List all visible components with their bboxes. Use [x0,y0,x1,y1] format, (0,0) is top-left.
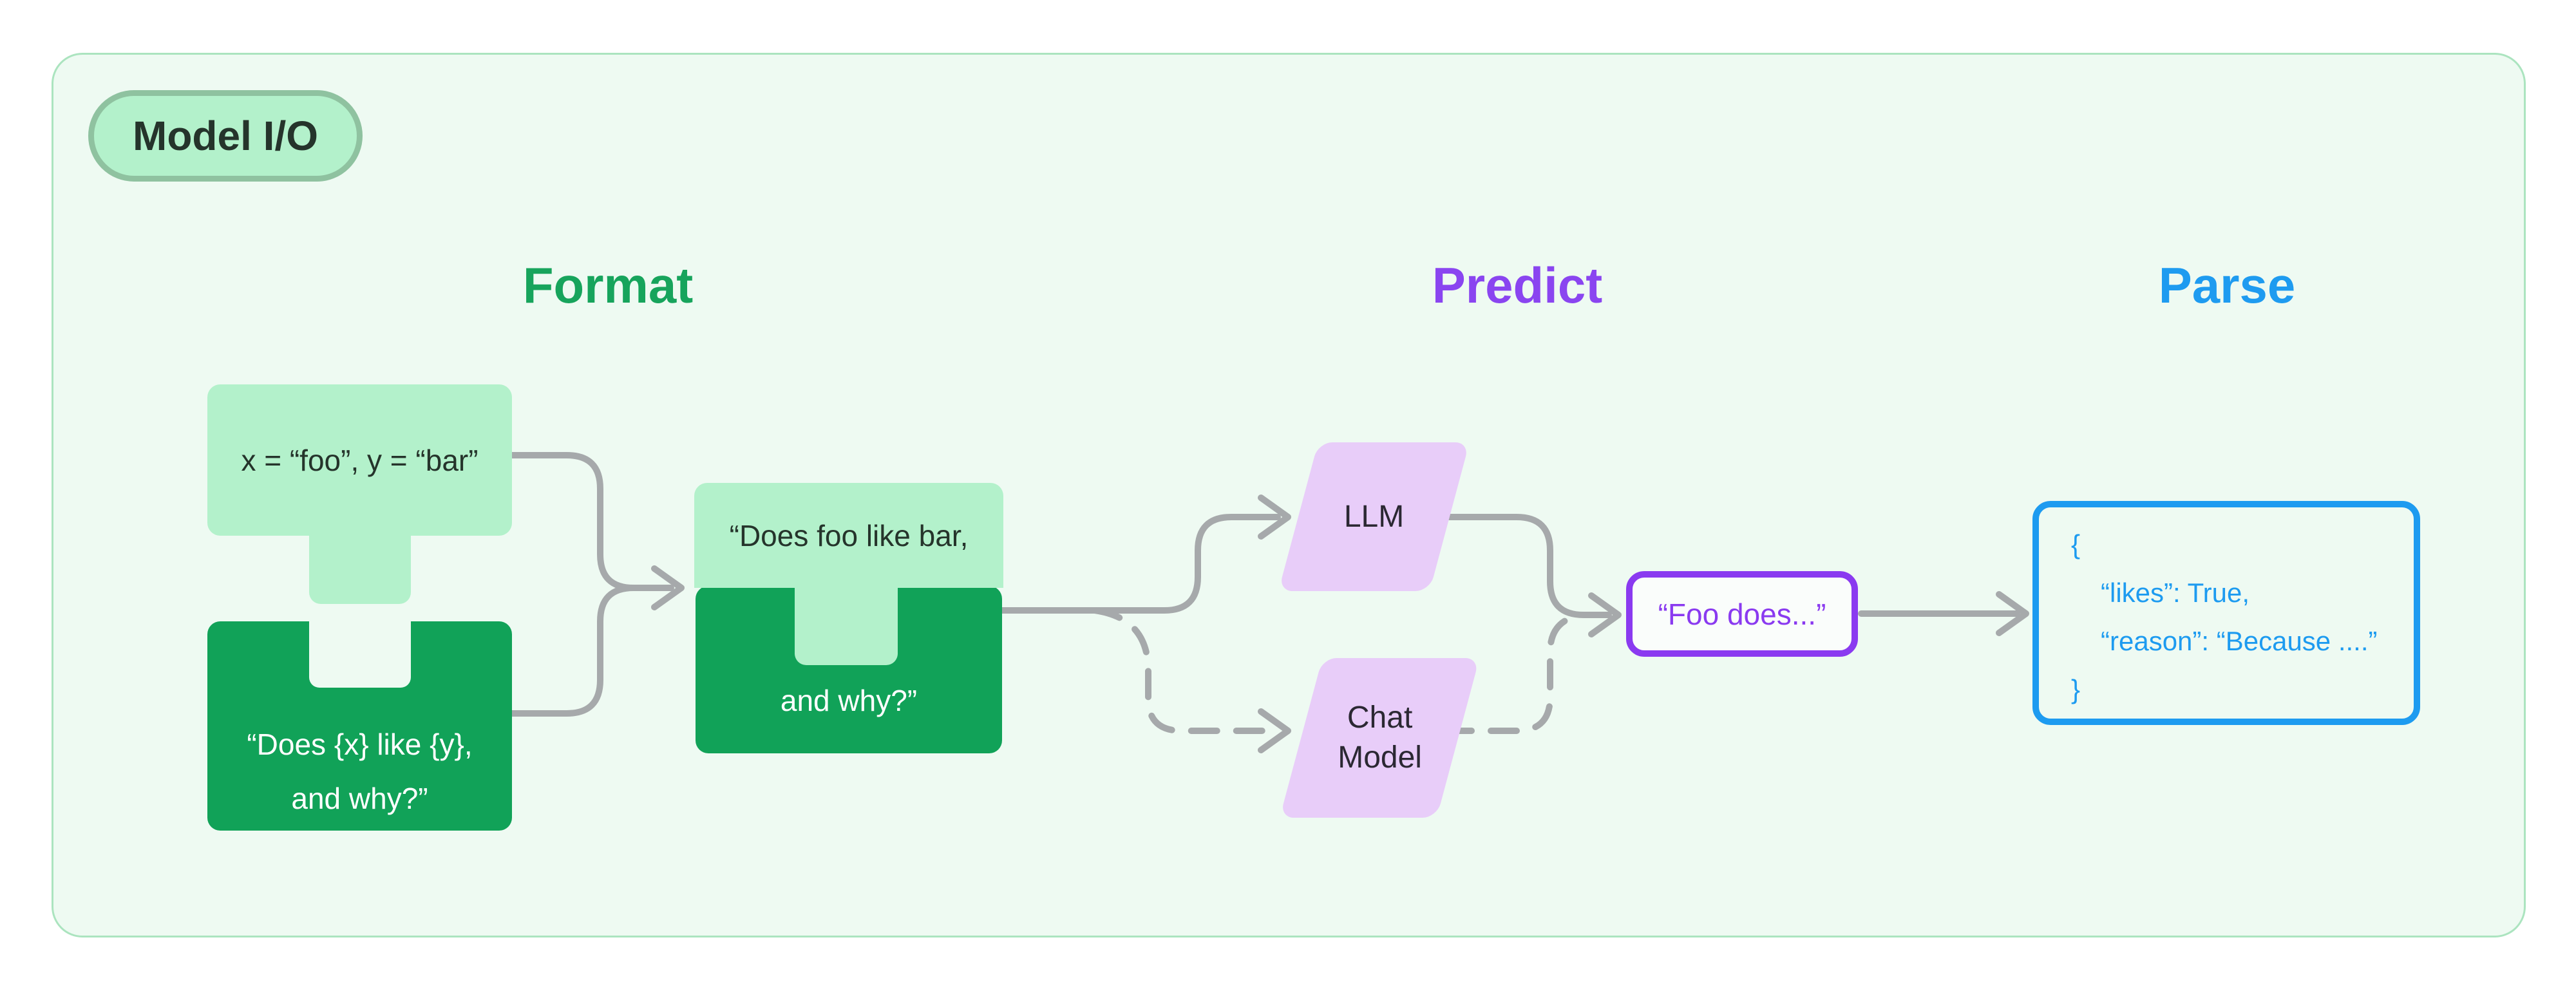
formatted-prompt-piece-dark: and why?” [696,586,1002,753]
variables-piece-tab [309,534,411,604]
variables-piece: x = “foo”, y = “bar” [207,384,512,536]
formatted-prompt-bottom-text: and why?” [780,683,918,717]
formatted-prompt-piece-light: “Does foo like bar, [694,483,1003,588]
format-heading: Format [522,257,694,314]
prediction-text: “Foo does...” [1658,597,1826,631]
parsed-output-node: { “likes”: True, “reason”: “Because ....… [2032,501,2420,725]
parsed-line-likes: “likes”: True, [2101,578,2250,608]
model-io-badge: Model I/O [88,90,363,182]
llm-label: LLM [1343,499,1405,534]
parsed-line-reason: “reason”: “Because ....” [2101,626,2378,656]
model-io-badge-label: Model I/O [133,113,318,159]
prompt-template-line1: “Does {x} like {y}, [247,728,473,761]
parsed-line-close-brace: } [2071,674,2081,704]
prediction-node: “Foo does...” [1626,571,1858,657]
variables-text: x = “foo”, y = “bar” [241,443,478,477]
predict-heading: Predict [1432,257,1603,314]
parsed-line-open-brace: { [2071,529,2081,560]
chat-model-label: Chat Model [1338,698,1422,778]
prompt-template-line2: and why?” [291,782,428,815]
parse-heading: Parse [2158,257,2296,314]
chat-model-label-line2: Model [1337,740,1422,775]
prompt-template-notch [309,620,411,688]
formatted-prompt-piece-tab [795,585,898,665]
chat-model-label-line1: Chat [1347,701,1412,735]
formatted-prompt-top-text: “Does foo like bar, [729,518,969,552]
